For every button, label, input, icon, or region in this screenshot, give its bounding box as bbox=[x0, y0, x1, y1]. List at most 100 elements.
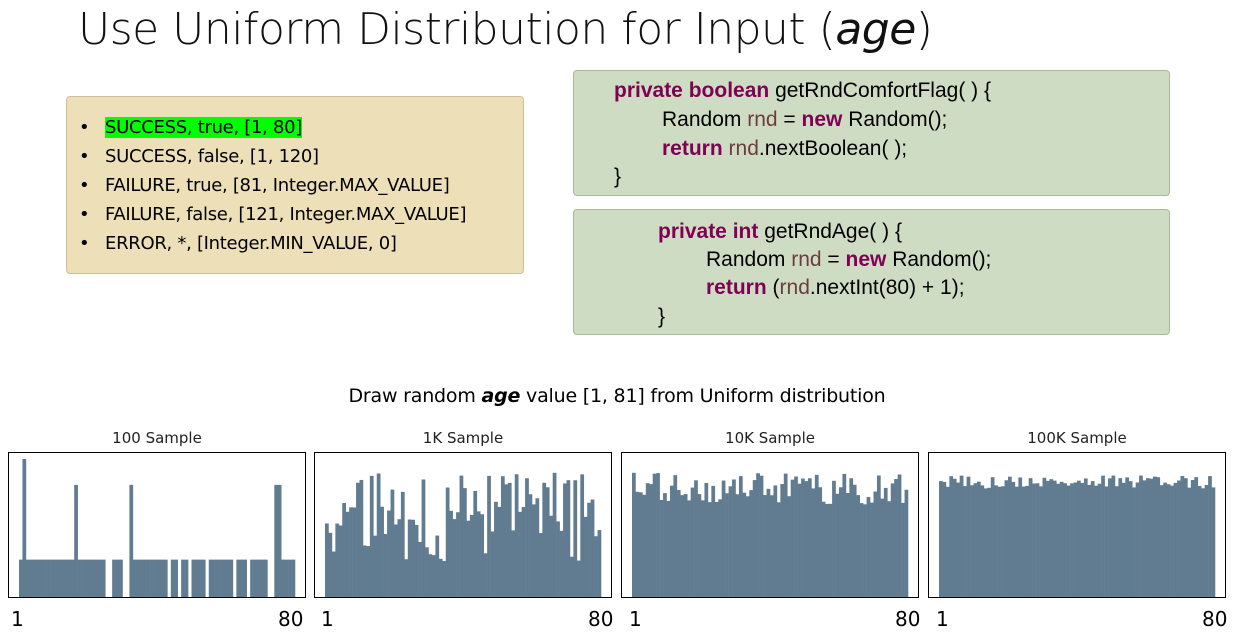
histogram-bar bbox=[362, 545, 367, 597]
histogram-bar bbox=[1008, 476, 1012, 597]
histogram-bar bbox=[253, 559, 258, 597]
histogram-bar bbox=[91, 559, 96, 597]
histogram-bar bbox=[901, 502, 905, 597]
histogram-bar bbox=[818, 487, 823, 597]
histogram-bar bbox=[1083, 478, 1088, 597]
histogram-bar bbox=[707, 502, 712, 597]
chart-frame bbox=[928, 452, 1226, 598]
histogram-bar bbox=[876, 475, 881, 597]
histogram-bar bbox=[787, 496, 791, 597]
histogram-bar bbox=[552, 472, 557, 597]
histogram-bar bbox=[150, 559, 154, 597]
histogram-bar bbox=[201, 559, 206, 597]
histogram-bar bbox=[435, 535, 440, 597]
list-item: •FAILURE, true, [81, Integer.MAX_VALUE] bbox=[79, 171, 523, 200]
histogram-bar bbox=[545, 487, 550, 597]
histogram-bar bbox=[569, 556, 574, 597]
code-text: Random bbox=[662, 108, 748, 131]
histogram-10k: 10K Sample bbox=[621, 430, 919, 598]
histogram-bar bbox=[866, 497, 871, 597]
histogram-bar bbox=[897, 474, 902, 597]
histogram-bar bbox=[497, 506, 502, 597]
histogram-bar bbox=[980, 485, 985, 597]
histogram-bar bbox=[538, 533, 543, 597]
histogram-bar bbox=[184, 559, 189, 597]
histogram-bar bbox=[1139, 475, 1143, 597]
chart-frame bbox=[621, 452, 919, 598]
code-line: return (rnd.nextInt(80) + 1); bbox=[706, 276, 965, 300]
histogram-bar bbox=[559, 530, 564, 597]
histogram-bar bbox=[997, 486, 1002, 597]
closing-brace: } bbox=[658, 305, 666, 328]
code-block-rnd-age: private int getRndAge( ) { Random rnd = … bbox=[573, 209, 1170, 335]
keyword-new: new bbox=[801, 108, 843, 131]
code-line: Random rnd = new Random(); bbox=[706, 248, 991, 272]
histogram-bar bbox=[580, 474, 585, 597]
histogram-bar bbox=[1146, 478, 1150, 597]
test-case-text: SUCCESS, false, [1, 120] bbox=[105, 146, 319, 167]
histogram-bar bbox=[1035, 483, 1040, 597]
histogram-bar bbox=[728, 486, 733, 597]
code-line: private boolean getRndComfortFlag( ) { bbox=[614, 79, 991, 103]
histogram-bar bbox=[704, 482, 709, 597]
histogram-bar bbox=[718, 499, 722, 597]
histogram-bar bbox=[566, 480, 571, 597]
histogram-bar bbox=[990, 477, 995, 597]
slide-title: Use Uniform Distribution for Input (age) bbox=[78, 4, 933, 55]
histogram-bar bbox=[1097, 483, 1102, 597]
histogram-bar bbox=[490, 531, 495, 597]
histogram-bar bbox=[1080, 482, 1085, 597]
test-case-text: FAILURE, false, [121, Integer.MAX_VALUE] bbox=[105, 204, 467, 225]
histogram-bar bbox=[1052, 480, 1057, 597]
histogram-bar bbox=[1132, 487, 1136, 597]
histogram-bar bbox=[649, 484, 653, 597]
histogram-bar bbox=[390, 489, 395, 597]
histogram-bar bbox=[556, 521, 560, 597]
histogram-bar bbox=[714, 501, 719, 597]
histogram-bar bbox=[328, 532, 333, 597]
histogram-bar bbox=[281, 559, 285, 597]
histogram-bar bbox=[673, 475, 678, 597]
histogram-bar bbox=[466, 520, 471, 597]
histogram-bar bbox=[53, 559, 58, 597]
histogram-bar bbox=[835, 493, 840, 597]
histogram-bar bbox=[208, 559, 213, 597]
histogram-bar bbox=[94, 559, 99, 597]
histogram-bar bbox=[518, 511, 522, 597]
test-cases-box: •SUCCESS, true, [1, 80] •SUCCESS, false,… bbox=[66, 96, 524, 274]
histogram-bar bbox=[963, 486, 967, 597]
histogram-bar bbox=[153, 559, 158, 597]
histogram-bar bbox=[1028, 478, 1033, 597]
histogram-bar bbox=[873, 491, 878, 597]
histogram-bar bbox=[1087, 484, 1092, 597]
histogram-bar bbox=[1039, 486, 1043, 597]
histogram-bar bbox=[790, 479, 795, 597]
histogram-bar bbox=[849, 478, 854, 597]
histogram-bar bbox=[590, 499, 595, 597]
histogram-bar bbox=[1177, 480, 1181, 597]
variable-rnd: rnd bbox=[747, 108, 778, 131]
histogram-bar bbox=[463, 488, 467, 597]
histogram-100: 100 Sample bbox=[8, 430, 306, 598]
chart-title: 10K Sample bbox=[725, 429, 815, 447]
histogram-bar bbox=[680, 495, 685, 597]
histogram-bar bbox=[507, 482, 512, 597]
histogram-bar bbox=[1042, 477, 1047, 597]
histogram-bar bbox=[1032, 483, 1036, 597]
histogram-bar bbox=[32, 559, 37, 597]
chart-title: 100K Sample bbox=[1027, 429, 1127, 447]
histogram-bar bbox=[1094, 485, 1098, 597]
histogram-bar bbox=[752, 480, 757, 597]
histogram-bar bbox=[573, 480, 578, 597]
histogram-bar bbox=[794, 476, 798, 597]
histogram-bar bbox=[494, 501, 498, 597]
histogram-bar bbox=[1118, 478, 1123, 597]
histogram-bar bbox=[22, 459, 27, 597]
code-block-comfort-flag: private boolean getRndComfortFlag( ) { R… bbox=[573, 70, 1170, 196]
histogram-bar bbox=[683, 494, 688, 597]
variable-rnd: rnd bbox=[779, 276, 810, 299]
code-text: Random(); bbox=[886, 248, 992, 271]
histogram-bar bbox=[732, 479, 736, 597]
histogram-bar bbox=[487, 475, 491, 597]
title-close: ) bbox=[915, 4, 933, 55]
